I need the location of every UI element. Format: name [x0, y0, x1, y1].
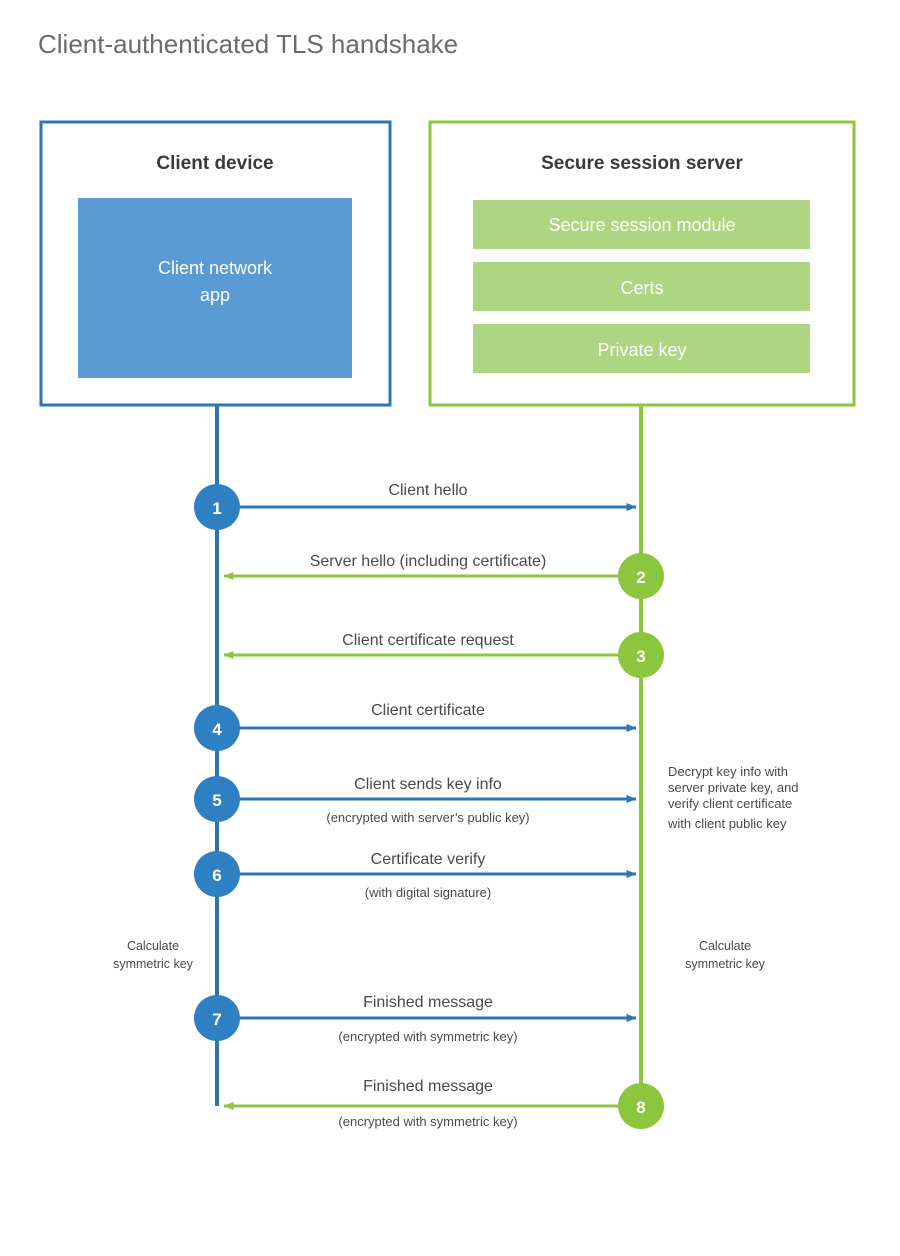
- step-2-label: Server hello (including certificate): [310, 553, 547, 570]
- step-4-marker[interactable]: [194, 705, 240, 751]
- step-8-group: Finished message 8 (encrypted with symme…: [223, 1078, 664, 1129]
- step-8-sublabel: (encrypted with symmetric key): [338, 1114, 517, 1129]
- step-2-number: 2: [636, 568, 645, 587]
- step-6-sublabel: (with digital signature): [365, 885, 491, 900]
- step-7-label: Finished message: [363, 994, 493, 1011]
- client-box-title: Client device: [156, 153, 273, 174]
- step-8-number: 8: [636, 1098, 645, 1117]
- server-module-label-1: Certs: [620, 278, 663, 298]
- step-5-group: Client sends key info 5 (encrypted with …: [194, 776, 637, 825]
- server-module-block-2: [473, 324, 810, 373]
- step-5-sublabel: (encrypted with server’s public key): [326, 810, 529, 825]
- step-1-group: Client hello 1: [194, 482, 637, 530]
- step-3-label: Client certificate request: [342, 632, 514, 649]
- server-module-label-2: Private key: [597, 340, 686, 360]
- server-box-title: Secure session server: [541, 153, 743, 174]
- step-7-sublabel: (encrypted with symmetric key): [338, 1029, 517, 1044]
- server-module-label-0: Secure session module: [548, 215, 735, 235]
- server-decrypt-note-line4: with client public key: [667, 816, 787, 831]
- step-5-marker[interactable]: [194, 776, 240, 822]
- step-7-group: Finished message 7 (encrypted with symme…: [194, 994, 637, 1044]
- client-calc-note-line2: symmetric key: [113, 957, 194, 971]
- client-network-app-label-line1: Client network: [158, 258, 273, 278]
- step-3-group: Client certificate request 3: [223, 632, 664, 678]
- step-1-marker[interactable]: [194, 484, 240, 530]
- server-calc-note: Calculate symmetric key: [685, 939, 766, 971]
- step-3-marker[interactable]: [618, 632, 664, 678]
- server-module-block-0: [473, 200, 810, 249]
- step-7-marker[interactable]: [194, 995, 240, 1041]
- server-calc-note-line2: symmetric key: [685, 957, 766, 971]
- server-decrypt-note: Decrypt key info with server private key…: [667, 764, 799, 831]
- page-title: Client-authenticated TLS handshake: [38, 29, 458, 59]
- server-decrypt-note-line1: Decrypt key info with: [668, 764, 788, 779]
- server-decrypt-note-line2: server private key, and: [668, 780, 799, 795]
- server-module-block-1: [473, 262, 810, 311]
- step-2-marker[interactable]: [618, 553, 664, 599]
- client-device-box: Client device Client network app: [39, 120, 392, 407]
- server-calc-note-line1: Calculate: [699, 939, 751, 953]
- step-4-group: Client certificate 4: [194, 702, 637, 751]
- step-5-label: Client sends key info: [354, 776, 502, 793]
- step-1-label: Client hello: [388, 482, 467, 499]
- step-6-marker[interactable]: [194, 851, 240, 897]
- step-8-label: Finished message: [363, 1078, 493, 1095]
- secure-session-server-box: Secure session server Secure session mod…: [428, 120, 856, 407]
- client-calc-note-line1: Calculate: [127, 939, 179, 953]
- client-calc-note: Calculate symmetric key: [113, 939, 194, 971]
- step-5-number: 5: [212, 791, 221, 810]
- step-3-number: 3: [636, 647, 645, 666]
- step-2-group: Server hello (including certificate) 2: [223, 553, 664, 599]
- step-1-number: 1: [212, 499, 221, 518]
- client-network-app-block: [78, 198, 352, 378]
- step-4-number: 4: [212, 720, 222, 739]
- client-network-app-label-line2: app: [200, 285, 230, 305]
- step-6-group: Certificate verify 6 (with digital signa…: [194, 851, 637, 900]
- step-7-number: 7: [212, 1010, 221, 1029]
- server-decrypt-note-line3: verify client certificate: [668, 796, 792, 811]
- step-6-number: 6: [212, 866, 221, 885]
- step-8-marker[interactable]: [618, 1083, 664, 1129]
- step-4-label: Client certificate: [371, 702, 485, 719]
- step-6-label: Certificate verify: [371, 851, 486, 868]
